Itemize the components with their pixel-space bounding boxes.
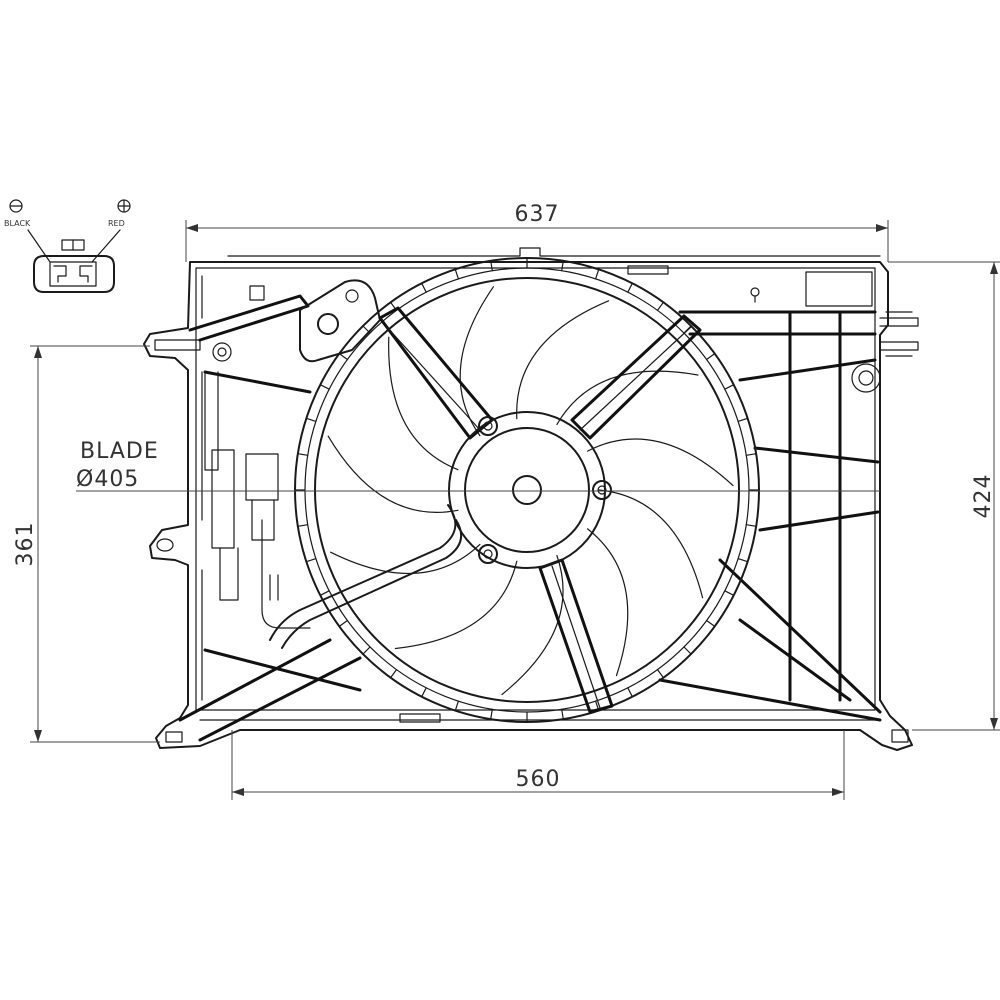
ring-tick: [338, 619, 348, 628]
ring-tick: [319, 590, 330, 596]
motor-connector-icon: [317, 313, 339, 335]
connector-housing-icon: [33, 255, 115, 293]
ring-tick: [421, 282, 427, 293]
fan-blade: [587, 438, 734, 487]
fan-blade: [556, 370, 699, 426]
ring-tick: [656, 668, 665, 679]
ring-tick: [305, 417, 317, 422]
blade-label: BLADE: [80, 439, 159, 464]
negative-label: BLACK: [4, 219, 31, 228]
overall-height-label: 424: [971, 474, 996, 519]
ring-tick: [390, 668, 398, 679]
motor-hub: [448, 411, 612, 569]
ring-tick: [421, 687, 427, 698]
ring-tick: [454, 700, 459, 712]
ring-tick: [319, 384, 330, 390]
blade-diameter-label: Ø405: [76, 467, 139, 492]
ring-tick: [627, 687, 633, 698]
ring-tick: [705, 353, 716, 361]
dimensions: 637 560 424 361 BLADE Ø405: [13, 202, 1000, 800]
positive-terminal-icon: [117, 199, 131, 213]
fan-blade: [388, 336, 459, 471]
fan-shroud: [143, 247, 919, 751]
overall-width-label: 637: [515, 202, 560, 227]
left-mount-hole: [212, 342, 232, 362]
hub-center-icon: [512, 475, 542, 505]
ring-tick: [745, 524, 757, 527]
frame-struts: [178, 294, 882, 742]
fan-blade: [598, 489, 704, 599]
wiring-harness: [269, 279, 463, 649]
mount-height-label: 361: [13, 522, 38, 567]
fan-blade: [327, 435, 459, 513]
ring-tick: [338, 353, 348, 361]
ring-tick: [305, 557, 317, 563]
negative-terminal-icon: [9, 199, 23, 213]
ring-tick: [454, 268, 459, 280]
connector-pinout: BLACK RED: [4, 199, 131, 293]
ring-tick: [683, 646, 692, 655]
mount-width-label: 560: [516, 767, 561, 792]
ring-tick: [561, 708, 564, 720]
ring-tick: [737, 557, 749, 563]
ring-tick: [705, 619, 716, 628]
ring-tick: [737, 417, 749, 422]
ring-tick: [297, 453, 309, 456]
ring-tick: [362, 646, 371, 655]
fan-blade: [516, 300, 610, 420]
ring-tick: [745, 453, 757, 456]
ring-tick: [627, 282, 633, 293]
fan-blade: [394, 560, 518, 650]
ring-tick: [561, 260, 564, 272]
positive-label: RED: [108, 219, 125, 228]
ring-tick: [724, 590, 735, 596]
ring-tick: [594, 268, 600, 280]
fan-blade: [587, 528, 629, 677]
ring-tick: [490, 708, 493, 720]
fan-blade: [501, 554, 564, 696]
right-sensor-icon: [851, 363, 881, 393]
ring-tick: [724, 384, 735, 390]
ring-tick: [490, 260, 493, 272]
ring-tick: [297, 524, 309, 527]
ring-tick: [656, 301, 665, 311]
